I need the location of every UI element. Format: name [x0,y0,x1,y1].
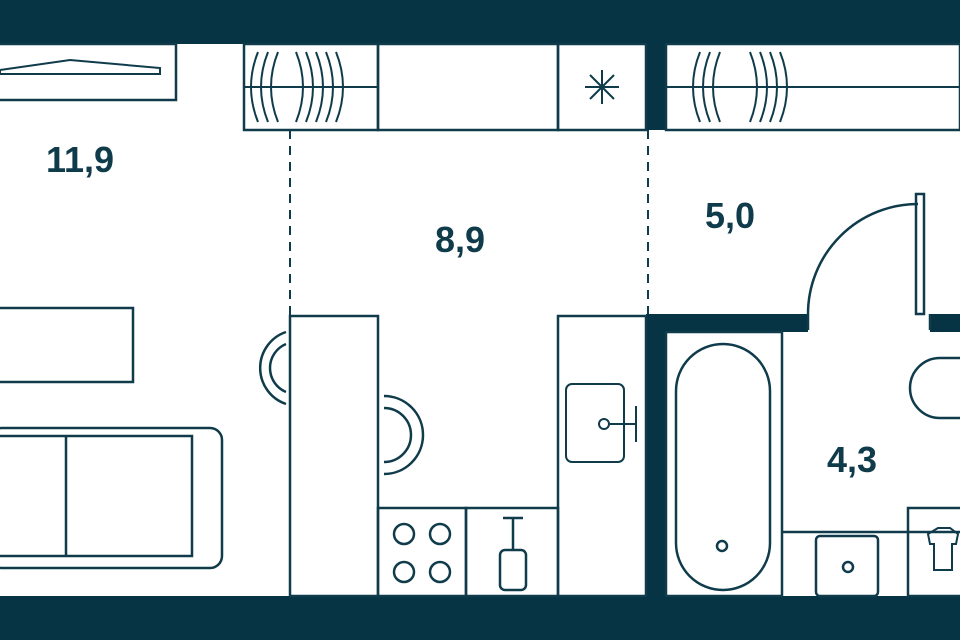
washing-machine-icon [906,506,960,598]
radiator-icon [250,51,788,123]
tv-icon [0,42,178,102]
dishwasher-icon [464,506,560,598]
fridge-icon [556,42,648,132]
shelf-icon [0,306,135,384]
kitchen-counter [556,314,648,598]
chair-icon [383,394,425,476]
sofa-icon [0,426,224,570]
bathroom-wall-top [646,314,808,332]
bathtub-icon [674,342,772,592]
partition-wall-upper [646,44,666,130]
kitchen-table [288,314,380,598]
top-counter-middle [376,42,560,132]
snowflake-icon [585,70,619,104]
bathroom-wall-top-right [930,314,960,332]
bathroom-inner [664,330,784,598]
room-area-bathroom: 4,3 [827,439,877,480]
top-wall [0,0,960,44]
room-area-hall: 5,0 [705,195,755,236]
room-area-living: 11,9 [46,139,114,180]
chair-icon [258,330,287,406]
room-area-kitchen: 8,9 [435,219,485,260]
sink-icon [565,383,637,463]
bathroom-wall-left [646,314,666,596]
stove-icon [376,506,468,598]
bottom-wall [0,596,960,640]
toilet-icon [908,356,960,420]
door-icon [806,192,932,330]
washbasin-icon [814,534,880,598]
